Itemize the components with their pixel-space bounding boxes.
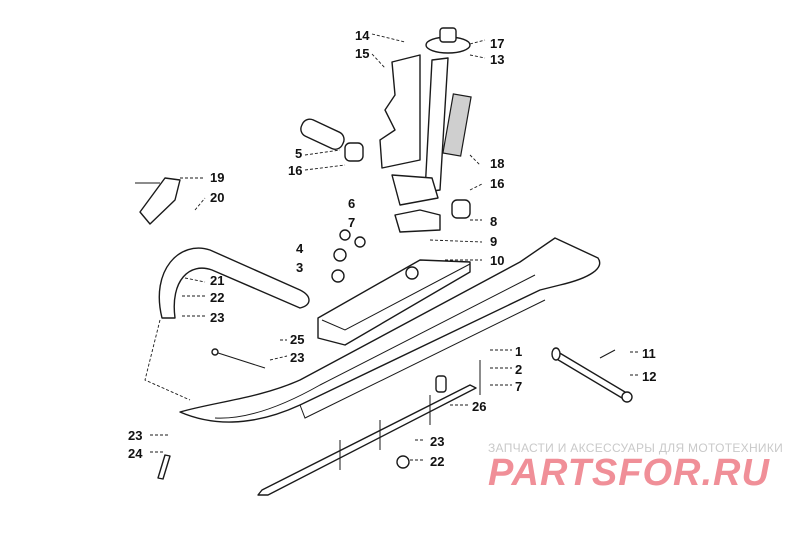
callout-20: 20 xyxy=(210,190,224,205)
callout-10: 10 xyxy=(490,253,504,268)
callout-5: 5 xyxy=(295,146,302,161)
bushing-5 xyxy=(300,118,345,150)
callout-4: 4 xyxy=(296,241,304,256)
block-8 xyxy=(391,174,439,206)
ski xyxy=(179,237,601,423)
callout-21: 21 xyxy=(210,273,224,288)
callout-7b: 7 xyxy=(515,379,522,394)
callout-22b: 22 xyxy=(430,454,444,469)
callout-25: 25 xyxy=(290,332,304,347)
washer-7b xyxy=(551,347,561,361)
callout-26: 26 xyxy=(472,399,486,414)
callout-2: 2 xyxy=(515,362,522,377)
callout-16a: 16 xyxy=(288,163,302,178)
ski-handle xyxy=(158,247,310,319)
callout-3: 3 xyxy=(296,260,303,275)
callout-18: 18 xyxy=(490,156,504,171)
nut-4 xyxy=(333,248,347,262)
wear-bar xyxy=(257,360,481,496)
nut-3 xyxy=(331,269,345,283)
bolt-24 xyxy=(157,454,171,480)
leader-lines xyxy=(144,33,640,461)
callout-23b: 23 xyxy=(290,350,304,365)
callout-9: 9 xyxy=(490,234,497,249)
bracket-19 xyxy=(135,177,181,225)
callout-6: 6 xyxy=(348,196,355,211)
bushing-16b xyxy=(451,199,471,219)
callout-8: 8 xyxy=(490,214,497,229)
cotter-11 xyxy=(599,349,616,359)
callout-7: 7 xyxy=(348,215,355,230)
callout-15: 15 xyxy=(355,46,369,61)
callout-23c: 23 xyxy=(128,428,142,443)
callout-11: 11 xyxy=(642,346,656,361)
callout-13: 13 xyxy=(490,52,504,67)
callout-12: 12 xyxy=(642,369,656,384)
callout-1: 1 xyxy=(515,344,522,359)
callout-22a: 22 xyxy=(210,290,224,305)
washer-6 xyxy=(339,229,351,241)
callout-24: 24 xyxy=(128,446,143,461)
washer-7 xyxy=(354,236,366,248)
callout-14: 14 xyxy=(355,28,370,43)
watermark-subtitle: ЗАПЧАСТИ И АКСЕССУАРЫ ДЛЯ МОТОТЕХНИКИ xyxy=(488,441,784,455)
ski-saddle xyxy=(317,259,471,346)
callout-23a: 23 xyxy=(210,310,224,325)
spindle xyxy=(379,27,472,193)
callout-labels: 14 15 17 13 5 16 18 19 20 16 6 7 8 4 9 3… xyxy=(128,28,656,469)
callout-17: 17 xyxy=(490,36,504,51)
bolt-25 xyxy=(211,348,266,369)
bushing-16a xyxy=(344,142,364,162)
bolt-12 xyxy=(554,351,633,403)
watermark-logo: PARTSFOR.RU xyxy=(488,452,770,494)
callout-16b: 16 xyxy=(490,176,504,191)
callout-19: 19 xyxy=(210,170,224,185)
nut-22 xyxy=(396,455,410,469)
callout-23d: 23 xyxy=(430,434,444,449)
spacer-8 xyxy=(394,209,441,233)
